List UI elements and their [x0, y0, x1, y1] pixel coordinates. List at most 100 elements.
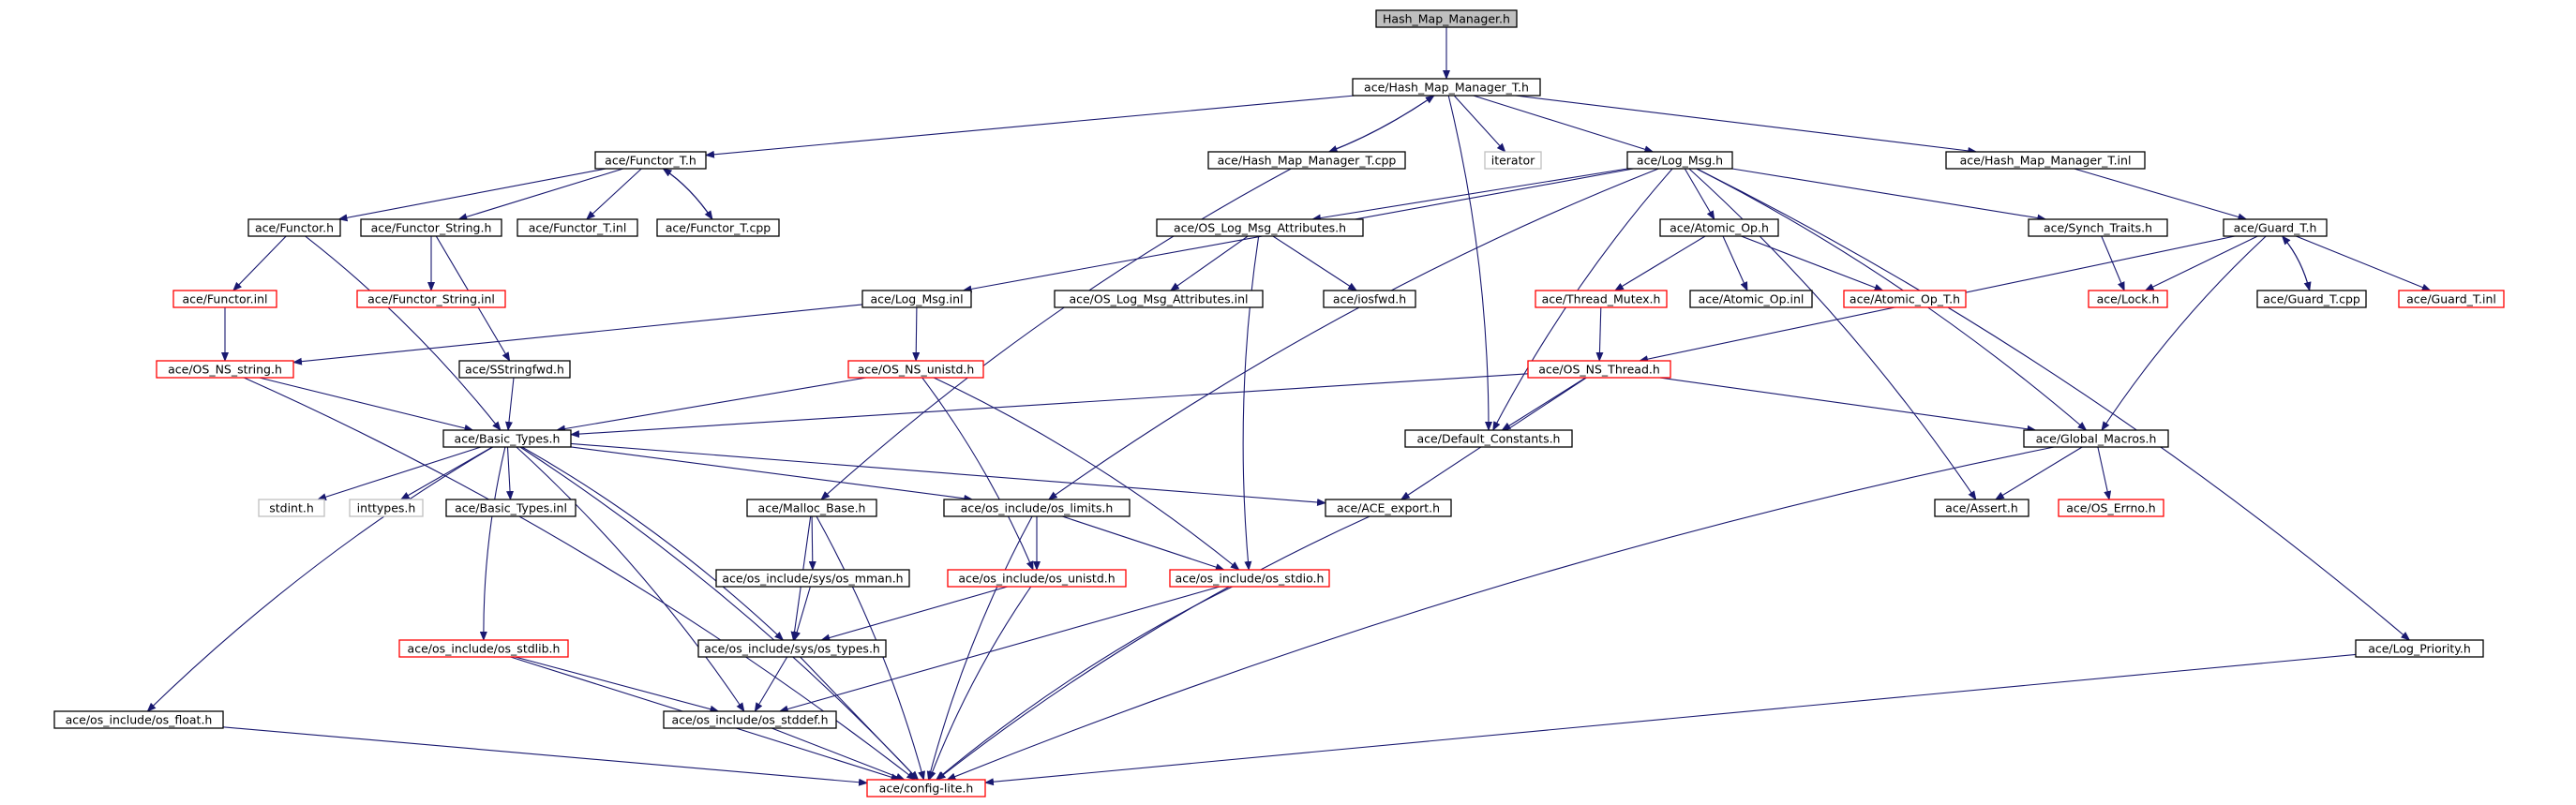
- node-label: ace/Functor.h: [255, 221, 334, 235]
- edge-guard_t_h-to-guard_t_cpp: [2282, 235, 2312, 291]
- node-os-mman-h[interactable]: ace/os_include/sys/os_mman.h: [715, 569, 910, 588]
- node-label: ace/Log_Msg.inl: [870, 292, 963, 306]
- node-atomic-op-t-h[interactable]: ace/Atomic_Op_T.h: [1843, 290, 1967, 308]
- node-iosfwd-h[interactable]: ace/iosfwd.h: [1323, 290, 1416, 308]
- node-label: ace/Guard_T.inl: [2406, 292, 2496, 306]
- node-hmm-t-h[interactable]: ace/Hash_Map_Manager_T.h: [1352, 78, 1541, 97]
- node-layer: Hash_Map_Manager.h ace/Hash_Map_Manager_T…: [53, 9, 2505, 798]
- node-global-macros-h[interactable]: ace/Global_Macros.h: [2023, 429, 2169, 448]
- node-functor-t-h[interactable]: ace/Functor_T.h: [594, 151, 707, 170]
- node-box: [1659, 218, 1779, 237]
- node-os-ns-string-h[interactable]: ace/OS_NS_string.h: [156, 360, 294, 379]
- node-box: [1404, 429, 1573, 448]
- edge-log_msg_inl-to-os_ns_string_h: [292, 304, 863, 365]
- node-hmm-t-cpp[interactable]: ace/Hash_Map_Manager_T.cpp: [1207, 151, 1406, 170]
- node-label: ace/Hash_Map_Manager_T.cpp: [1218, 154, 1397, 168]
- edge-functor_h-to-basic_types_h: [305, 235, 502, 431]
- node-functor-t-cpp[interactable]: ace/Functor_T.cpp: [656, 218, 780, 237]
- edge-functor_t_h-to-functor_t_inl: [586, 168, 642, 220]
- node-iterator[interactable]: iterator: [1484, 151, 1542, 170]
- edge-atomic_op_h-to-thread_mutex_h: [1614, 235, 1706, 291]
- edge-hmm_t_inl-to-guard_t_h: [2074, 168, 2248, 221]
- node-atomic-op-inl[interactable]: ace/Atomic_Op.inl: [1689, 290, 1813, 308]
- node-label: ace/Log_Priority.h: [2368, 642, 2471, 656]
- node-label: ace/Synch_Traits.h: [2044, 221, 2152, 235]
- edge-log_msg_h-to-assert_h: [1688, 168, 1977, 500]
- node-box: [398, 639, 569, 658]
- node-box: [2023, 429, 2169, 448]
- edge-hmm_t_cpp-to-hmm_t_h: [1328, 95, 1435, 153]
- node-thread-mutex-h[interactable]: ace/Thread_Mutex.h: [1535, 290, 1668, 308]
- edge-hmm_t_h-to-hmm_t_cpp: [1327, 95, 1435, 153]
- node-lock-h[interactable]: ace/Lock.h: [2088, 290, 2168, 308]
- edge-os_log_attr_h-to-os_stdio_h: [1242, 235, 1260, 571]
- node-box: [1934, 499, 2029, 517]
- node-os-ns-unistd-h[interactable]: ace/OS_NS_unistd.h: [847, 360, 984, 379]
- node-os-types-h[interactable]: ace/os_include/sys/os_types.h: [697, 639, 887, 658]
- edge-basic_types_h-to-os_limits_h: [570, 446, 974, 502]
- node-atomic-op-h[interactable]: ace/Atomic_Op.h: [1659, 218, 1779, 237]
- edge-global_macros_h-to-config_lite_h: [946, 446, 2055, 781]
- node-label: ace/Atomic_Op.h: [1670, 221, 1769, 235]
- node-os-log-attr-h[interactable]: ace/OS_Log_Msg_Attributes.h: [1156, 218, 1364, 237]
- edge-os_stdio_h-to-os_stddef_h: [778, 586, 1221, 713]
- node-box: [1054, 290, 1264, 308]
- node-guard-t-inl[interactable]: ace/Guard_T.inl: [2398, 290, 2505, 308]
- edge-basic_types_h-to-os_float_h: [146, 446, 493, 712]
- edge-malloc_base_h-to-os_mman_h: [808, 515, 816, 571]
- node-os-errno-h[interactable]: ace/OS_Errno.h: [2058, 499, 2164, 517]
- node-os-limits-h[interactable]: ace/os_include/os_limits.h: [943, 499, 1131, 517]
- node-log-priority-h[interactable]: ace/Log_Priority.h: [2355, 639, 2484, 658]
- node-basic-types-h[interactable]: ace/Basic_Types.h: [442, 429, 572, 448]
- node-hmm-h[interactable]: Hash_Map_Manager.h: [1375, 9, 1518, 28]
- node-box: [2223, 218, 2328, 237]
- edge-os_ns_unistd_h-to-basic_types_h: [556, 377, 867, 433]
- node-box: [594, 151, 707, 170]
- node-config-lite-h[interactable]: ace/config-lite.h: [866, 779, 986, 798]
- node-os-unistd-h[interactable]: ace/os_include/os_unistd.h: [947, 569, 1127, 588]
- node-os-stdlib-h[interactable]: ace/os_include/os_stdlib.h: [398, 639, 569, 658]
- node-os-ns-thread-h[interactable]: ace/OS_NS_Thread.h: [1527, 360, 1671, 379]
- node-os-float-h[interactable]: ace/os_include/os_float.h: [53, 710, 224, 729]
- node-synch-traits-h[interactable]: ace/Synch_Traits.h: [2028, 218, 2168, 237]
- node-box: [2256, 290, 2367, 308]
- edge-os_stdlib_h-to-os_stddef_h: [515, 656, 720, 713]
- node-inttypes-h[interactable]: inttypes.h: [349, 499, 424, 517]
- edge-basic_types_h-to-ace_export_h: [570, 442, 1326, 506]
- node-hmm-t-inl[interactable]: ace/Hash_Map_Manager_T.inl: [1945, 151, 2146, 170]
- node-guard-t-cpp[interactable]: ace/Guard_T.cpp: [2256, 290, 2367, 308]
- node-functor-h[interactable]: ace/Functor.h: [247, 218, 341, 237]
- edge-basic_types_h-to-config_lite_h: [519, 446, 920, 781]
- node-log-msg-h[interactable]: ace/Log_Msg.h: [1626, 151, 1733, 170]
- edge-layer: [146, 26, 2432, 786]
- node-os-stdio-h[interactable]: ace/os_include/os_stdio.h: [1169, 569, 1330, 588]
- node-guard-t-h[interactable]: ace/Guard_T.h: [2223, 218, 2328, 237]
- node-ace-export-h[interactable]: ace/ACE_export.h: [1325, 499, 1452, 517]
- edge-os_ns_unistd_h-to-os_unistd_h: [921, 377, 1034, 571]
- node-assert-h[interactable]: ace/Assert.h: [1934, 499, 2029, 517]
- node-malloc-base-h[interactable]: ace/Malloc_Base.h: [746, 499, 877, 517]
- node-box: [1689, 290, 1813, 308]
- node-functor-string-h[interactable]: ace/Functor_String.h: [360, 218, 502, 237]
- node-functor-t-inl[interactable]: ace/Functor_T.inl: [517, 218, 638, 237]
- edge-os_ns_thread_h-to-default_constants_h: [1501, 377, 1586, 431]
- edge-hmm_t_h-to-functor_t_h: [705, 95, 1355, 158]
- node-label: ace/os_include/os_stdlib.h: [408, 642, 561, 656]
- node-box: [442, 429, 572, 448]
- edge-os_limits_h-to-config_lite_h: [926, 515, 1033, 781]
- node-functor-string-inl[interactable]: ace/Functor_String.inl: [356, 290, 506, 308]
- node-log-msg-inl[interactable]: ace/Log_Msg.inl: [861, 290, 972, 308]
- node-sstringfwd-h[interactable]: ace/SStringfwd.h: [458, 360, 571, 379]
- node-box: [2058, 499, 2164, 517]
- node-os-log-attr-inl[interactable]: ace/OS_Log_Msg_Attributes.inl: [1054, 290, 1264, 308]
- edge-functor_t_h-to-functor_t_cpp: [663, 168, 713, 220]
- node-basic-types-inl[interactable]: ace/Basic_Types.inl: [445, 499, 577, 517]
- node-box: [697, 639, 887, 658]
- node-functor-inl[interactable]: ace/Functor.inl: [172, 290, 277, 308]
- edge-log_msg_h-to-synch_traits_h: [1731, 168, 2047, 222]
- node-stdint-h[interactable]: stdint.h: [258, 499, 325, 517]
- node-os-stddef-h[interactable]: ace/os_include/os_stddef.h: [663, 710, 837, 729]
- node-box: [947, 569, 1127, 588]
- node-box: [458, 360, 571, 379]
- node-default-constants-h[interactable]: ace/Default_Constants.h: [1404, 429, 1573, 448]
